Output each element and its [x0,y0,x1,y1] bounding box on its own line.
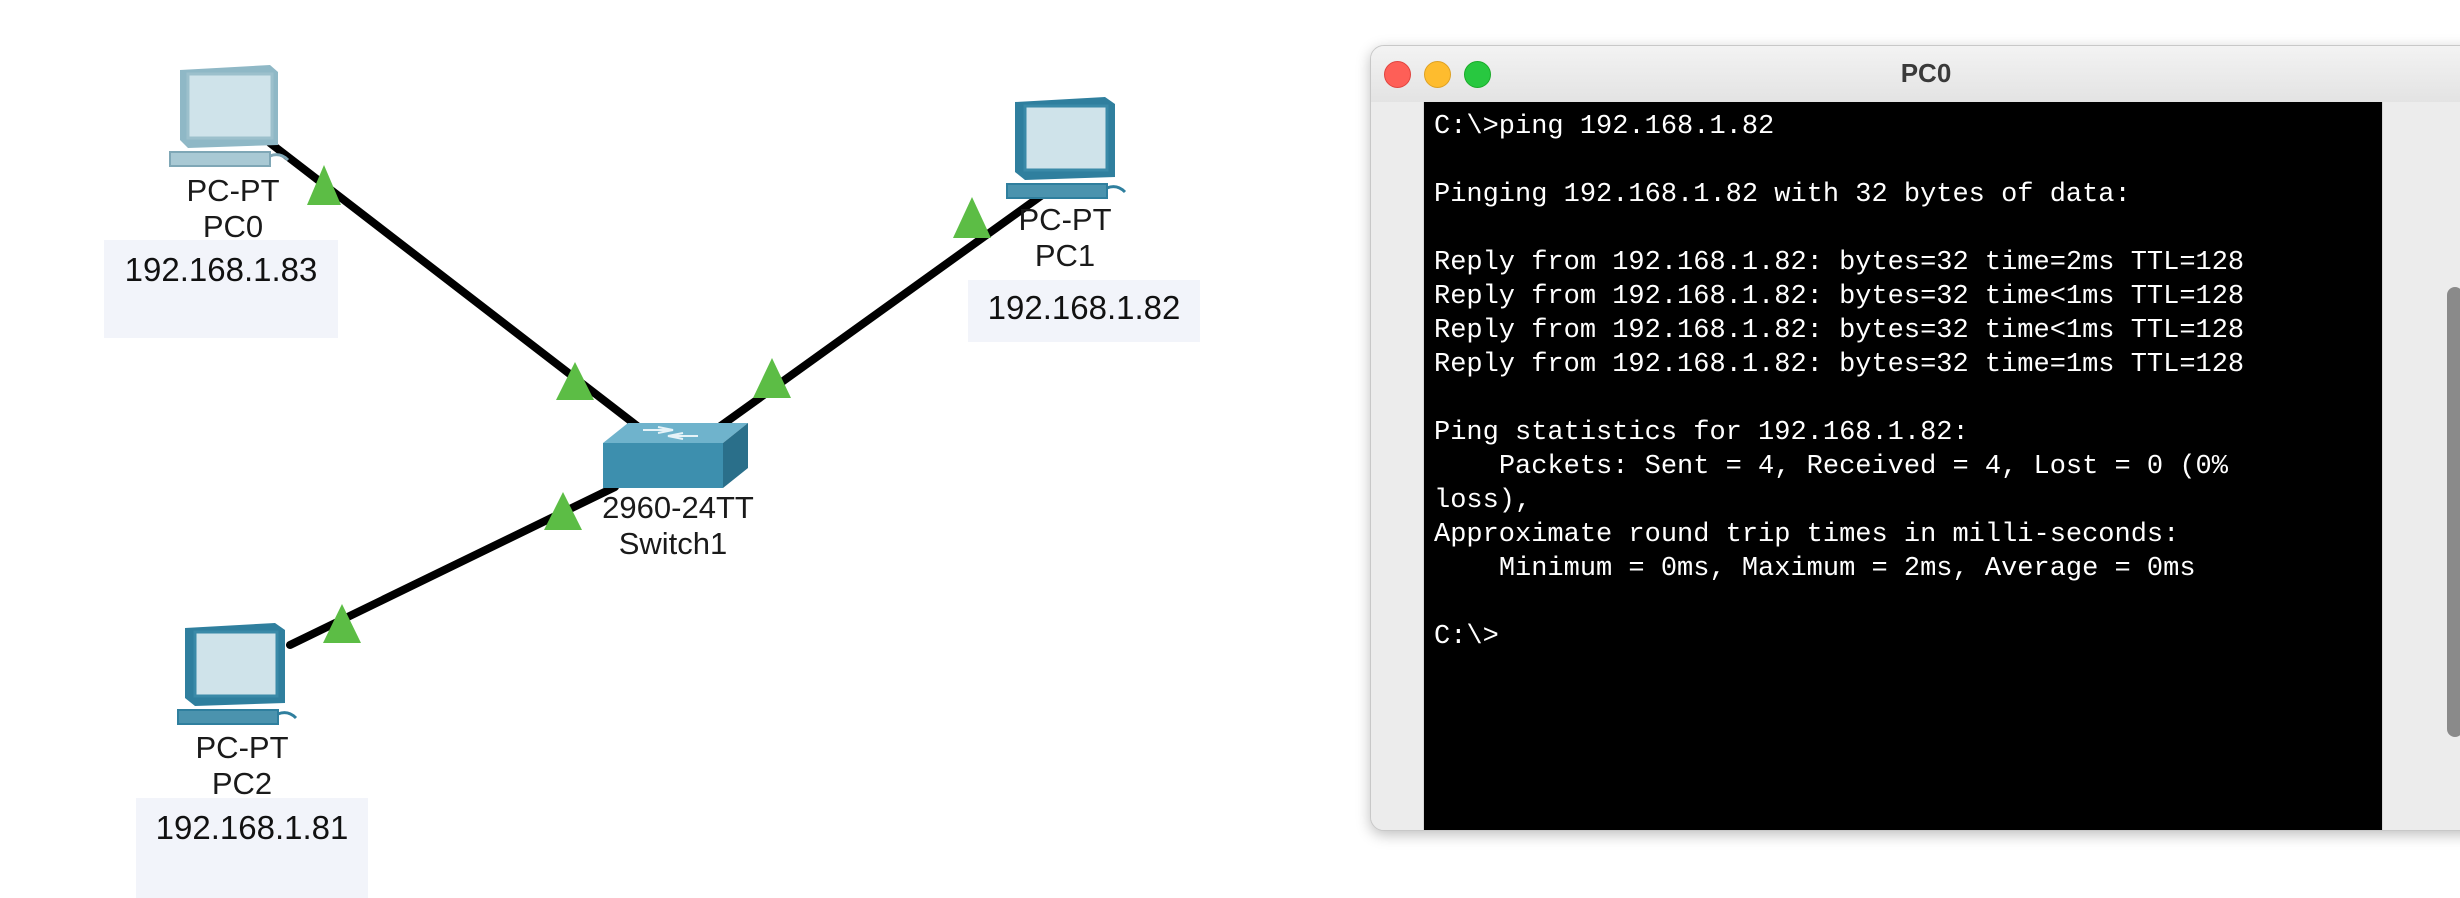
device-name-label: PC2 [211,766,273,801]
device-model-label: PC-PT [195,730,289,765]
device-pc2[interactable] [170,618,300,738]
device-name-label: Switch1 [618,526,728,561]
pc-icon [1006,97,1127,199]
pc-icon [177,623,298,725]
terminal-line: Pinging 192.168.1.82 with 32 bytes of da… [1434,180,2131,210]
device-switch1[interactable] [598,418,753,503]
terminal-line [1434,144,2372,178]
ip-address-label: 192.168.1.81 [136,798,368,898]
window-left-gutter [1371,102,1424,830]
terminal-line: Reply from 192.168.1.82: bytes=32 time<1… [1434,316,2245,346]
ip-address-label: 192.168.1.83 [104,240,338,338]
link-status-up-icon [323,604,361,643]
terminal-line: C:\>ping 192.168.1.82 [1434,112,1775,142]
terminal-line: loss), [1434,486,1532,516]
terminal-line [1434,586,2372,620]
terminal-line [1434,382,2372,416]
terminal-line: Minimum = 0ms, Maximum = 2ms, Average = … [1434,554,2196,584]
terminal-line [1434,212,2372,246]
minimize-button[interactable] [1424,61,1451,88]
scrollbar-thumb[interactable] [2447,287,2460,737]
vertical-scrollbar[interactable] [2382,102,2460,830]
device-name-label: PC1 [1034,238,1096,273]
device-name-label: PC0 [202,209,264,244]
pc-icon [169,65,290,167]
terminal-line: Packets: Sent = 4, Received = 4, Lost = … [1434,452,2228,482]
terminal-line: Reply from 192.168.1.82: bytes=32 time=1… [1434,350,2245,380]
topology-canvas[interactable]: PC-PT PC0 192.168.1.83 PC-PT PC1 192.168… [0,0,1360,898]
device-model-label: PC-PT [1018,202,1112,237]
terminal-line: Reply from 192.168.1.82: bytes=32 time=2… [1434,248,2245,278]
device-pc0[interactable] [160,60,290,180]
device-pc1[interactable] [1005,92,1135,212]
close-button[interactable] [1384,61,1411,88]
terminal-line: Reply from 192.168.1.82: bytes=32 time<1… [1434,282,2245,312]
terminal-line: Ping statistics for 192.168.1.82: [1434,418,1969,448]
link-status-up-icon [556,362,594,400]
device-model-label: PC-PT [186,173,280,208]
topology-links [266,139,1049,649]
link-status-up-icon [544,492,582,530]
link-status-up-icon [307,165,341,205]
link-status-up-icon [953,197,991,238]
ip-address-label: 192.168.1.82 [968,280,1200,342]
maximize-button[interactable] [1464,61,1491,88]
device-model-label: 2960-24TT [602,490,754,525]
switch-icon [603,423,748,488]
link-status-up-icon [753,358,791,398]
window-titlebar[interactable]: PC0 [1371,46,2460,103]
terminal-line: Approximate round trip times in milli-se… [1434,520,2180,550]
terminal-line: C:\> [1434,622,1499,652]
window-title: PC0 [1900,58,1952,88]
